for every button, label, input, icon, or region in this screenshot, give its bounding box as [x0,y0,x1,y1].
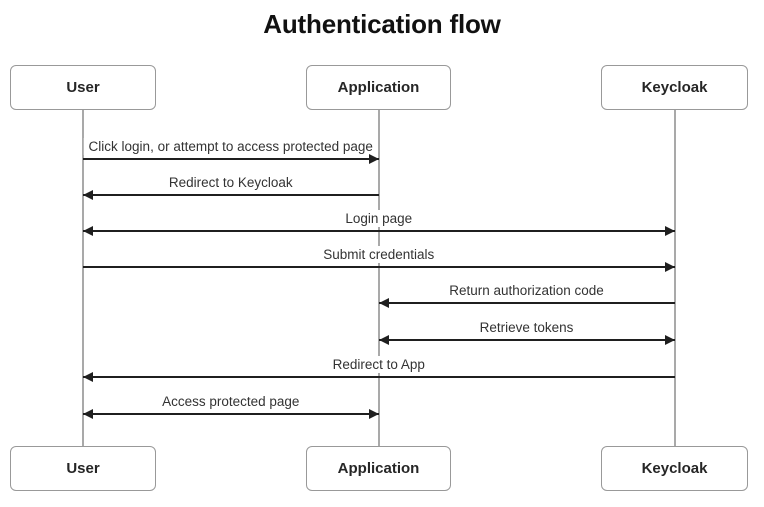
arrowhead-left-message-5 [378,298,389,308]
arrowhead-left-message-2 [83,190,93,200]
actor-box-keycloak-top: Keycloak [601,65,748,110]
message-line-7 [83,376,675,378]
arrowhead-left-message-8 [83,409,93,419]
actor-box-keycloak-bottom: Keycloak [601,446,748,491]
lifeline-keycloak [673,109,676,447]
arrowhead-left-message-6 [378,335,389,345]
message-line-5 [378,302,675,304]
message-label-2: Redirect to Keycloak [163,174,298,191]
arrowhead-right-message-1 [368,154,379,164]
diagram-title: Authentication flow [263,9,501,39]
arrowhead-right-message-6 [664,335,675,345]
actor-box-application-top: Application [306,65,451,110]
actor-box-user-bottom: User [10,446,156,491]
arrowhead-right-message-4 [664,262,675,272]
arrowhead-left-message-7 [83,372,93,382]
message-label-1: Click login, or attempt to access protec… [83,138,378,155]
message-line-4 [83,266,675,268]
actor-label-application: Application [337,460,420,477]
message-line-8 [83,413,379,415]
message-line-3 [83,230,675,232]
message-label-6: Retrieve tokens [474,319,579,336]
actor-label-keycloak: Keycloak [641,460,708,477]
actor-label-user: User [66,460,100,477]
actor-label-application: Application [337,79,420,96]
arrowhead-right-message-3 [664,226,675,236]
message-label-7: Redirect to App [327,356,430,373]
message-label-3: Login page [340,210,418,227]
actor-label-user: User [66,79,100,96]
arrowhead-right-message-8 [368,409,379,419]
message-line-6 [378,339,675,341]
actor-box-application-bottom: Application [306,446,451,491]
actor-label-keycloak: Keycloak [641,79,708,96]
message-label-8: Access protected page [157,393,305,410]
message-line-2 [83,194,379,196]
lifeline-application [377,109,380,447]
lifeline-user [82,109,84,447]
arrowhead-left-message-3 [83,226,93,236]
message-label-4: Submit credentials [318,246,440,263]
actor-box-user-top: User [10,65,156,110]
message-label-5: Return authorization code [444,282,609,299]
message-line-1 [83,158,379,160]
